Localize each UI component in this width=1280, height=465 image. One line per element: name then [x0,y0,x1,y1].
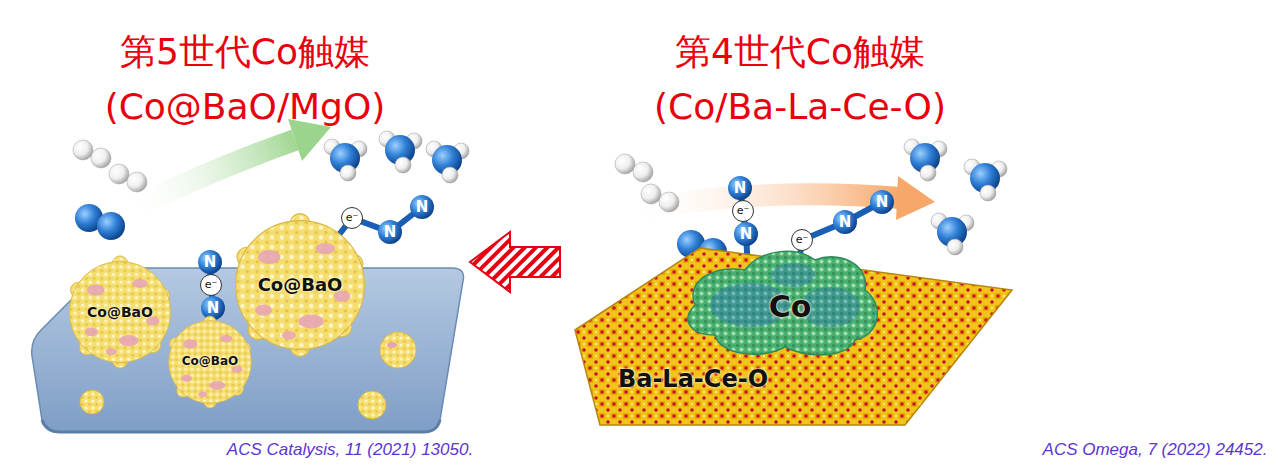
electron-symbol: e⁻ [791,229,813,251]
adsorbed-n2 [800,202,882,255]
catalyst-panel: 第5世代Co触媒 (Co@BaO/MgO) Co@BaO Co@BaO Co@BaO [20,10,470,450]
gas-molecules [426,141,469,183]
cobalt-patch [183,340,197,349]
development-arrow [470,232,560,292]
adsorbed-n2 [833,210,857,234]
cobalt-patch [119,335,139,346]
gas-molecules [379,131,422,173]
core-shell-particle: Co@BaO [165,317,255,407]
electron-symbol: e⁻ [732,200,754,222]
part-label: Co@BaO [182,355,239,369]
particle-shape [169,321,252,404]
reaction-arrow-orange [896,176,935,220]
reaction-arrow-orange [625,176,935,220]
catalyst-panel: 第4世代Co触媒 (Co/Ba-La-Ce-O) Ba-La-Ce-O Co [560,10,1275,450]
reference-citation: ACS Omega, 7 (2022) 24452. [1043,440,1268,460]
atom-symbol: N [734,181,747,196]
core-shell-particle: Co@BaO [230,215,370,355]
electron-cloud [771,263,815,287]
gas-molecules [73,131,1007,266]
gas-molecules [904,139,947,181]
gas-molecules [931,213,974,255]
reaction-arrow-green [125,140,295,212]
cobalt-patch [282,331,296,339]
cobalt-patch [181,375,192,382]
gas-molecules [75,204,125,240]
cobalt-patch [209,381,225,390]
adsorbed-n2 [728,176,752,200]
panel-heading: (Co@BaO/MgO) [105,86,386,127]
adsorbed-n2 [410,195,434,219]
small-particles [80,390,104,414]
cobalt-patch [255,305,272,316]
cobalt-patch [132,279,147,288]
reference-citation: ACS Catalysis, 11 (2021) 13050. [227,440,473,460]
small-particles [358,391,386,419]
gas-molecules [109,164,147,192]
adsorbed-n2 [870,190,894,214]
cobalt-cluster [688,251,877,355]
atom-symbol: N [839,215,852,230]
particle-shape [69,261,170,362]
gas-molecules [964,159,1007,201]
part-label: Co [769,290,812,325]
atom-symbol: N [207,301,220,316]
gas-molecules [73,140,111,168]
small-particles [380,332,416,368]
atom-symbol: N [740,227,753,242]
atom-symbol: N [876,195,889,210]
part-label: Co@BaO [258,275,343,296]
cobalt-particle: Co [675,235,885,360]
electron-symbol: e⁻ [341,207,363,229]
mgo-support-plate [42,420,440,432]
part-label: Ba-La-Ce-O [618,366,768,394]
core-shell-particle: Co@BaO [65,257,175,367]
gas-molecules [324,139,367,181]
cobalt-patch [106,348,117,355]
cobalt-patch [87,285,105,296]
reaction-arrow-green [125,119,331,212]
cobalt-patch [85,327,98,336]
cobalt-patch [220,335,233,342]
electron-symbol: e⁻ [200,274,222,296]
small-particles [387,342,397,348]
atom-symbol: N [384,225,397,240]
adsorbed-n2 [378,220,402,244]
adsorbed-n2 [198,250,222,274]
adsorbed-n2 [734,222,758,246]
atom-symbol: N [204,255,217,270]
part-label: Co@BaO [87,304,153,320]
panel-heading: 第4世代Co触媒 [675,31,925,72]
cobalt-patch [198,392,207,397]
cobalt-patch [315,243,335,254]
cobalt-patch [258,250,280,264]
support-slab [575,248,1012,425]
cobalt-patch [299,314,324,328]
panel-heading: 第5世代Co触媒 [120,31,370,72]
atom-symbol: N [416,200,429,215]
adsorbed-n2 [201,296,225,320]
panel-heading: (Co/Ba-La-Ce-O) [654,86,946,127]
gas-molecules [641,184,679,212]
particle-shape [236,221,365,350]
gas-molecules [615,154,653,182]
